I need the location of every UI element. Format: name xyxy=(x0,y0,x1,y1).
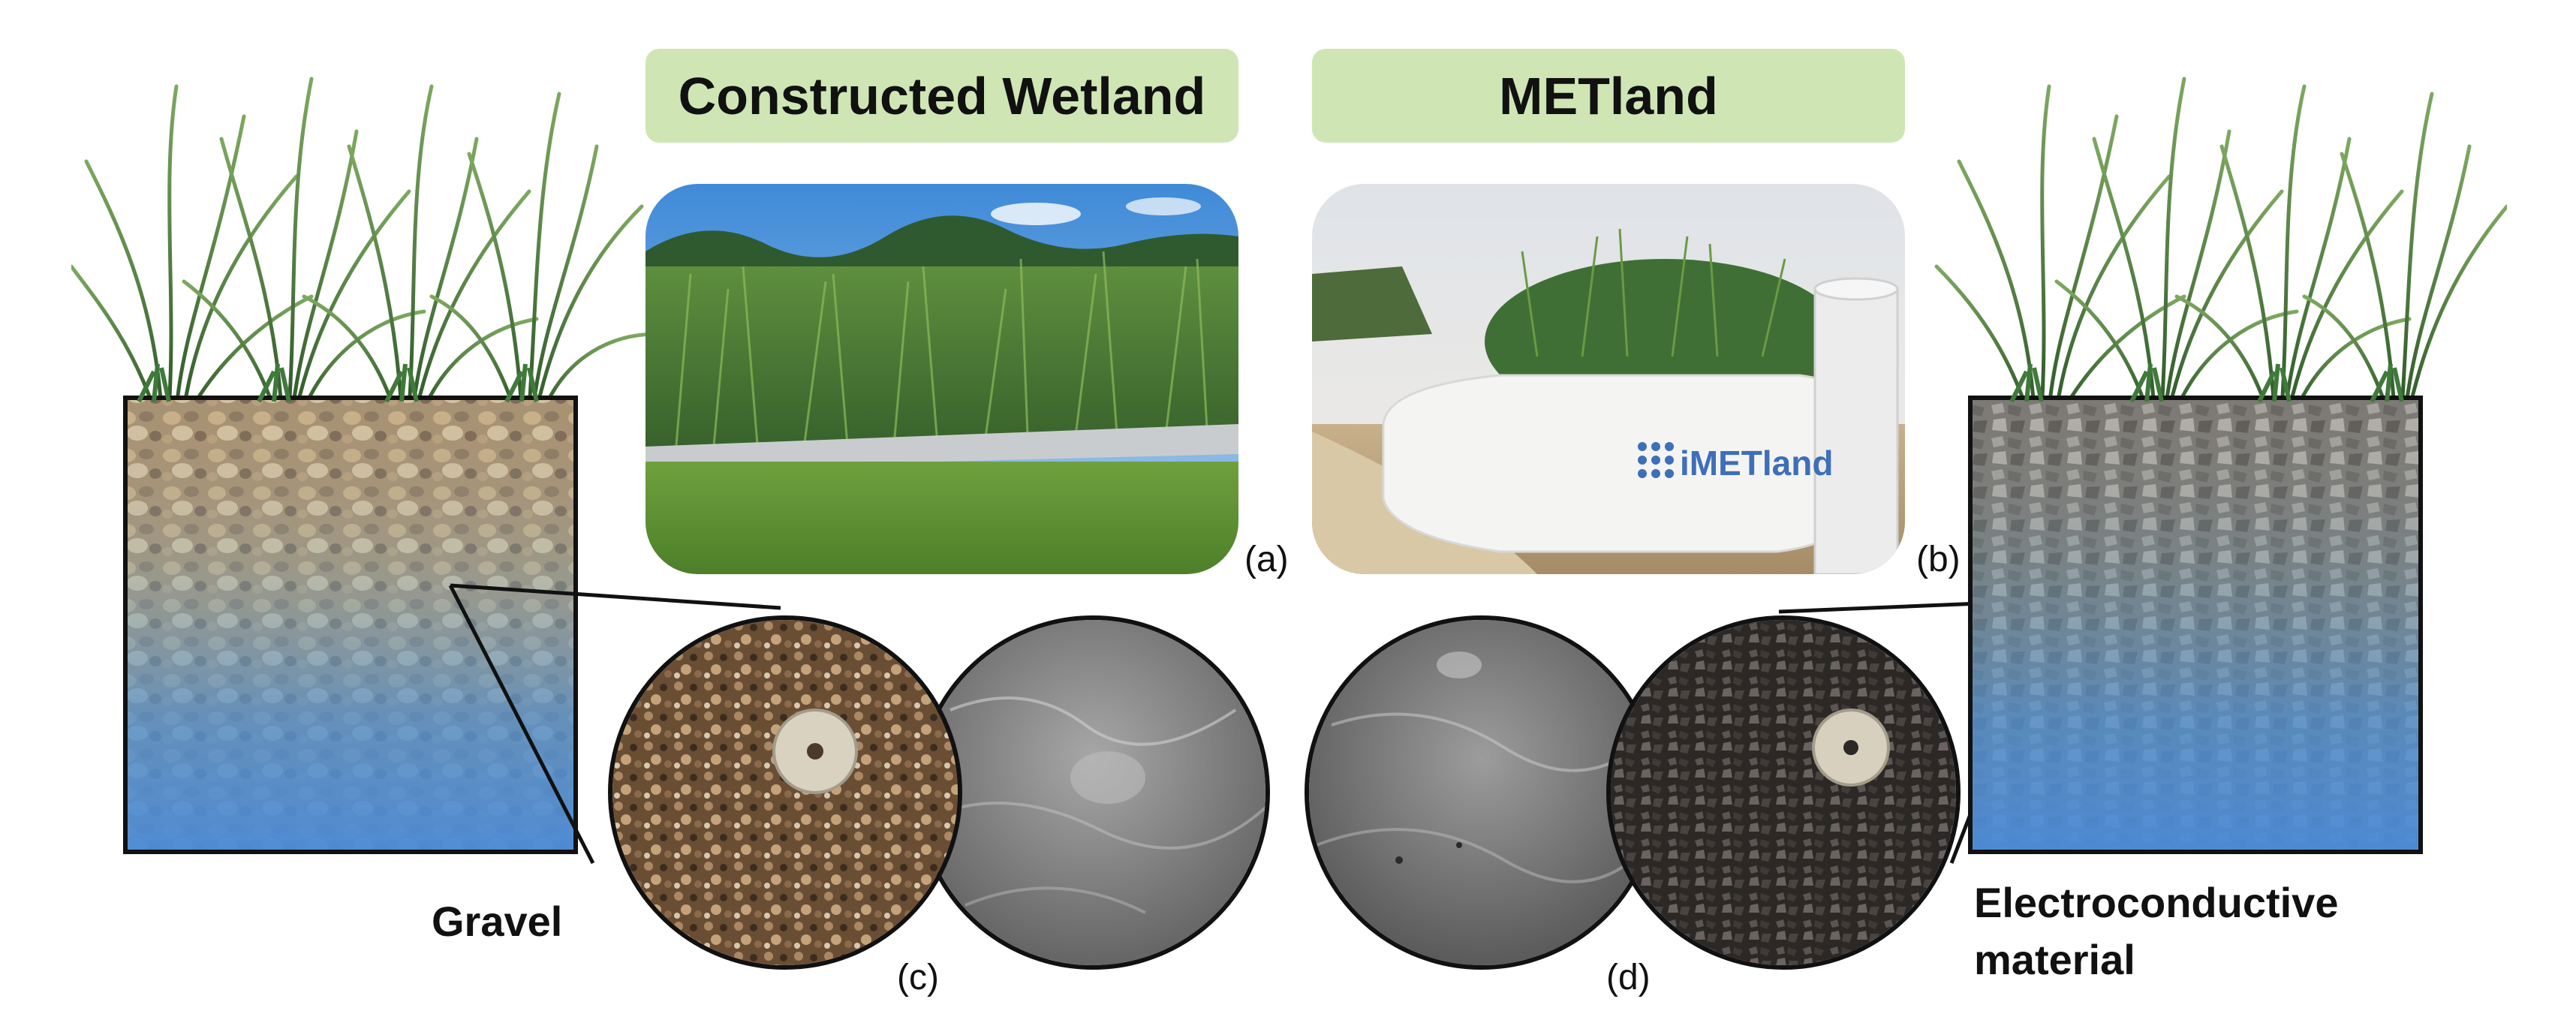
electroconductive-column-figure xyxy=(1914,71,2507,859)
electroconductive-photo-circle xyxy=(1606,615,1961,970)
gravel-label: Gravel xyxy=(432,898,563,945)
metland-title: METland xyxy=(1312,49,1905,143)
panel-label-a: (a) xyxy=(1244,540,1289,579)
panel-label-c: (c) xyxy=(897,958,939,997)
electroconductive-sem-circle xyxy=(1305,615,1659,970)
metland-photo: iMETland xyxy=(1312,184,1905,574)
reed-plants xyxy=(71,77,659,411)
panel-label-b: (b) xyxy=(1916,540,1961,579)
electroconductive-label: Electroconductive material xyxy=(1974,874,2338,988)
constructed-wetland-photo xyxy=(646,184,1238,574)
electroconductive-column-outline xyxy=(1968,396,2423,854)
gravel-photo-circle xyxy=(608,615,962,970)
gravel-column-outline xyxy=(123,396,578,854)
electroconductive-column-illustration xyxy=(1934,77,2507,854)
metland-sign-text: iMETland xyxy=(1680,444,1833,483)
constructed-wetland-title: Constructed Wetland xyxy=(646,49,1238,143)
electroconductive-label-line2: material xyxy=(1974,935,2135,983)
electroconductive-label-line1: Electroconductive xyxy=(1974,879,2339,926)
gravel-column-illustration xyxy=(71,77,659,854)
panel-label-d: (d) xyxy=(1606,958,1651,997)
gravel-sem-circle xyxy=(916,615,1270,970)
gravel-column-figure xyxy=(71,71,664,859)
